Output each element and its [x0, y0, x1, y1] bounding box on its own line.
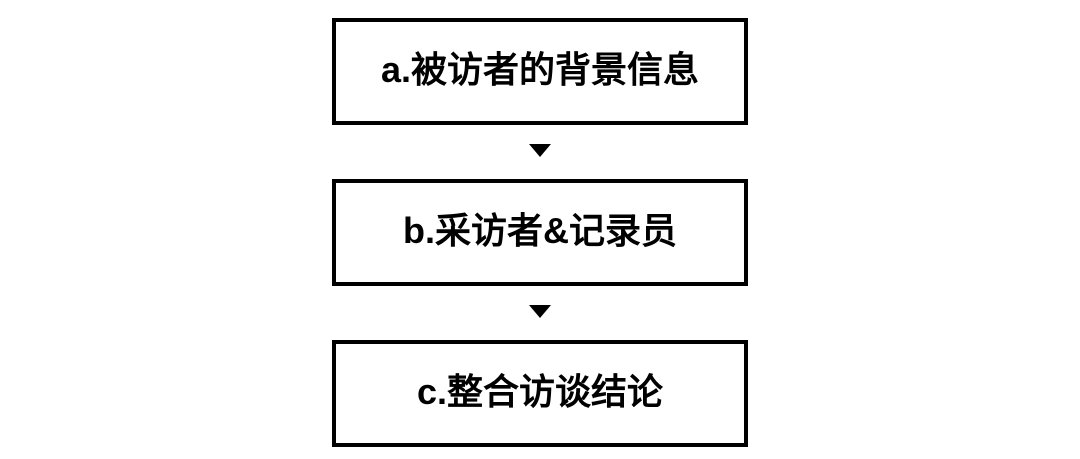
- flow-connector-a-to-b: [332, 125, 748, 179]
- flow-step-label-c: c.整合访谈结论: [416, 370, 664, 412]
- flow-step-box-b[interactable]: b.采访者&记录员: [332, 179, 748, 286]
- flow-step-label-a: a.被访者的背景信息: [380, 48, 700, 90]
- flowchart-step-column: a.被访者的背景信息 b.采访者&记录员 c.整合访谈结论: [332, 18, 748, 447]
- triangle-down-icon: [529, 304, 551, 318]
- flow-connector-b-to-c: [332, 286, 748, 340]
- triangle-down-icon: [529, 143, 551, 157]
- flow-step-box-a[interactable]: a.被访者的背景信息: [332, 18, 748, 125]
- flow-step-box-c[interactable]: c.整合访谈结论: [332, 340, 748, 447]
- flow-step-label-b: b.采访者&记录员: [403, 209, 677, 251]
